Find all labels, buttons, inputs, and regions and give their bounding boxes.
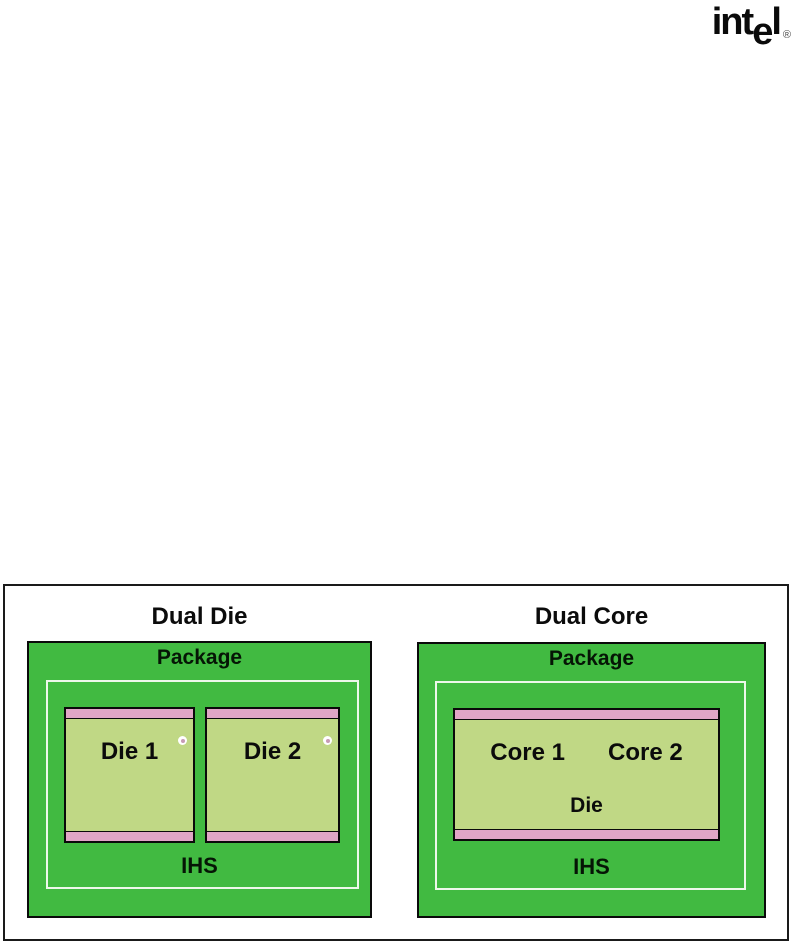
intel-logo-dropped-e: e xyxy=(752,11,773,53)
die-2-bottom-strip xyxy=(207,831,338,841)
core-1-label: Core 1 xyxy=(490,739,565,766)
marker-dot-core-icon xyxy=(325,738,330,743)
ihs-label: IHS xyxy=(573,854,610,879)
die-bottom-strip xyxy=(455,829,718,839)
dual-die-title: Dual Die xyxy=(151,603,248,630)
package-label: Package xyxy=(156,646,243,669)
ihs-outline xyxy=(46,680,359,889)
die-top-strip xyxy=(455,710,718,720)
intel-logo: intel® xyxy=(711,1,791,51)
intel-logo-text-l: l xyxy=(771,1,781,43)
package-label: Package xyxy=(548,647,635,670)
shared-die-box: Core 1 Core 2 Die xyxy=(453,708,720,841)
die-1-bottom-strip xyxy=(66,831,193,841)
marker-dot-core-icon xyxy=(180,738,185,743)
die-1-top-strip xyxy=(66,709,193,719)
ihs-label: IHS xyxy=(181,853,218,878)
die-2-body: Die 2 xyxy=(207,719,338,831)
core-2-label: Core 2 xyxy=(608,739,683,766)
core-labels-row: Core 1 Core 2 xyxy=(455,741,718,765)
marker-dot-icon xyxy=(323,736,332,745)
intel-logo-text-int: int xyxy=(711,1,754,43)
marker-dot-icon xyxy=(178,736,187,745)
die-label: Die xyxy=(570,794,603,817)
die-2-label: Die 2 xyxy=(243,738,302,765)
dual-die-package-box: Package Die 1 Die 2 IHS xyxy=(27,641,372,918)
die-2-box: Die 2 xyxy=(205,707,340,843)
ihs-outline xyxy=(435,681,746,890)
registered-trademark-icon: ® xyxy=(782,29,791,41)
die-1-body: Die 1 xyxy=(66,719,193,831)
dual-core-title: Dual Core xyxy=(534,603,649,630)
die-2-top-strip xyxy=(207,709,338,719)
dual-core-package-box: Package Core 1 Core 2 Die IHS xyxy=(417,642,766,918)
die-1-box: Die 1 xyxy=(64,707,195,843)
die-1-label: Die 1 xyxy=(100,738,159,765)
die-body: Core 1 Core 2 Die xyxy=(455,720,718,829)
